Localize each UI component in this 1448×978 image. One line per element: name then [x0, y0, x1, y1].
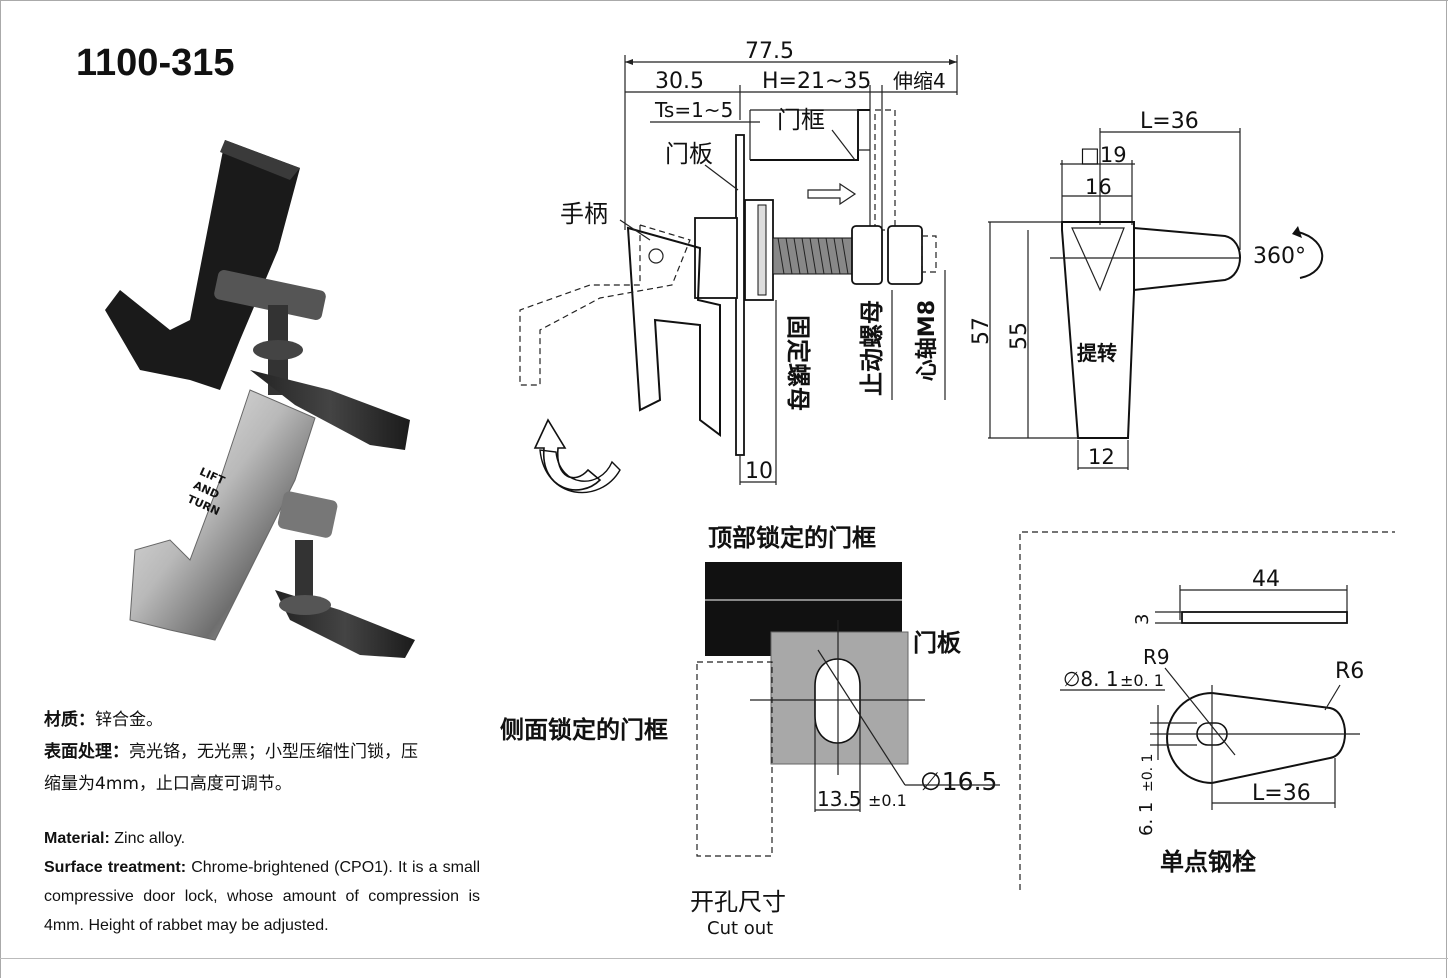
dim-l-front: L=36 — [1140, 109, 1199, 134]
cutout-label-side: 侧面锁定的门框 — [500, 716, 668, 744]
front-view-drawing: L=36 □19 16 提转 57 55 12 360° — [969, 109, 1324, 470]
cam-dim-6: 6. 1 — [1136, 802, 1157, 836]
cam-dim-r9: R9 — [1143, 645, 1170, 669]
surface-label-cn: 表面处理 — [44, 742, 112, 762]
cam-plate-side — [1181, 611, 1348, 624]
cutout-caption-en: Cut out — [707, 918, 773, 939]
surface-value-cn-1: 亮光铬，无光黑；小型压缩性门锁，压 — [129, 742, 418, 762]
dim-ts: Ts=1~5 — [654, 98, 733, 122]
dim-55: 55 — [1007, 322, 1032, 350]
material-line-en: Material: Zinc alloy. — [44, 824, 480, 853]
dim-16: 16 — [1085, 175, 1112, 199]
material-line-cn: 材质：锌合金。 — [44, 710, 163, 730]
label-rotation: 360° — [1253, 244, 1306, 269]
cam-dim-3: 3 — [1132, 614, 1153, 625]
label-handle: 手柄 — [560, 200, 608, 228]
cutout-label-panel: 门板 — [913, 629, 962, 657]
surface-line-en: Surface treatment: Chrome-brightened (CP… — [44, 853, 480, 940]
cam-dim-dia: ∅8. 1 — [1063, 667, 1119, 691]
dim-h: H=21~35 — [762, 69, 871, 94]
label-panel: 门板 — [665, 140, 713, 168]
surface-line-cn: 表面处理：亮光铬，无光黑；小型压缩性门锁，压 — [44, 742, 418, 762]
material-value-en: Zinc alloy. — [114, 830, 186, 847]
dim-a: 30.5 — [655, 69, 704, 94]
cam-dim-6-tol: ±0. 1 — [1140, 754, 1156, 792]
right-border — [1446, 0, 1447, 978]
top-border — [0, 0, 1448, 1]
bottom-border — [0, 958, 1448, 959]
cam-dim-dia-tol: ±0. 1 — [1120, 671, 1164, 690]
surface-value-cn-2: 缩量为4mm，止口高度可调节。 — [44, 774, 292, 794]
dim-total: 77.5 — [745, 39, 794, 64]
cam-dim-r6: R6 — [1335, 659, 1364, 684]
material-label-cn: 材质 — [44, 710, 78, 730]
cam-drawing: 44 3 R9 R6 ∅8. 1 ±0. 1 6. 1 ±0. 1 L=36 单… — [1019, 531, 1395, 890]
label-frame: 门框 — [777, 106, 825, 134]
surface-label-en: Surface treatment: — [44, 859, 187, 876]
label-lift: 提转 — [1077, 341, 1117, 365]
cutout-caption-cn: 开孔尺寸 — [690, 888, 786, 916]
label-fixnut: 固定螺母 — [784, 315, 812, 411]
material-value-cn: 锌合金。 — [95, 710, 163, 730]
label-stopnut: 止动螺母 — [858, 300, 886, 396]
left-border — [0, 0, 1, 978]
dim-sq: □19 — [1080, 143, 1127, 167]
side-view-drawing: 77.5 30.5 H=21~35 伸缩4 Ts=1~5 门框 门板 — [519, 39, 958, 494]
dim-12: 12 — [1088, 445, 1115, 469]
cutout-dim-width: 13.5 — [817, 787, 862, 811]
product-photo: LIFT AND TURN — [105, 140, 415, 658]
black-lock — [105, 140, 410, 450]
dim-base: 10 — [745, 459, 773, 484]
cutout-title-top: 顶部锁定的门框 — [708, 524, 876, 552]
material-label-en: Material: — [44, 830, 110, 847]
cam-dim-l: L=36 — [1252, 781, 1311, 806]
cam-caption: 单点钢栓 — [1160, 848, 1256, 876]
cam-plate — [1166, 691, 1346, 785]
model-number: 1100-315 — [76, 42, 235, 84]
dim-stretch: 伸缩4 — [893, 69, 946, 93]
dim-57: 57 — [969, 317, 994, 345]
cam-dim-44: 44 — [1252, 567, 1280, 592]
description-en: Material: Zinc alloy. Surface treatment:… — [44, 824, 480, 940]
description-cn: 材质：锌合金。 表面处理：亮光铬，无光黑；小型压缩性门锁，压 缩量为4mm，止口… — [44, 704, 480, 800]
label-shaft: 心轴M8 — [914, 300, 940, 381]
cutout-dim-dia: ∅16.5 — [920, 767, 997, 796]
chrome-lock: LIFT AND TURN — [129, 389, 415, 658]
cutout-drawing: 顶部锁定的门框 门板 侧面锁定的门框 13.5 ±0.1 ∅16.5 开孔尺寸 … — [500, 524, 1000, 939]
surface-value-en: Chrome-brightened (CPO1). It is a small … — [44, 859, 480, 934]
cutout-dim-tol: ±0.1 — [868, 791, 907, 810]
